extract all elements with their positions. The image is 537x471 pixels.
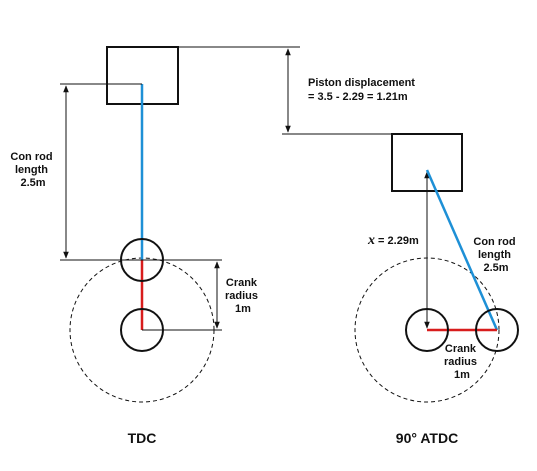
tdc-con-rod-label-line-2: length: [15, 164, 48, 176]
atdc-crank-radius-label: Crank radius 1m: [444, 343, 480, 381]
atdc-con-rod-label: Con rod length 2.5m: [473, 236, 518, 274]
atdc-con-rod-label-line-1: Con rod: [473, 236, 515, 248]
atdc-con-rod: [425, 169, 499, 331]
tdc-caption: TDC: [128, 430, 157, 446]
atdc-displacement-line-2: = 3.5 - 2.29 = 1.21m: [308, 91, 408, 103]
tdc-crank-radius-label: Crank radius 1m: [225, 277, 261, 315]
atdc-crank-label-line-3: 1m: [454, 369, 470, 381]
tdc-crank-label-line-2: radius: [225, 290, 258, 302]
tdc-crank-label-line-3: 1m: [235, 303, 251, 315]
atdc-caption: 90° ATDC: [396, 430, 458, 446]
atdc-main-journal-circle: [405, 308, 449, 352]
atdc-x-label: x = 2.29m: [367, 233, 419, 248]
tdc-con-rod-label: Con rod length 2.5m: [10, 151, 55, 189]
atdc-displacement-line-1: Piston displacement: [308, 77, 415, 89]
tdc-crank-label-line-1: Crank: [226, 277, 258, 289]
atdc-diagram: Piston displacement = 3.5 - 2.29 = 1.21m…: [178, 46, 519, 446]
atdc-displacement-label: Piston displacement = 3.5 - 2.29 = 1.21m: [308, 77, 418, 103]
atdc-x-symbol: x: [367, 233, 375, 248]
atdc-con-rod-label-line-2: length: [478, 249, 511, 261]
atdc-crankpin-circle: [475, 308, 519, 352]
tdc-diagram: Con rod length 2.5m Crank radius 1m TDC: [10, 46, 261, 446]
atdc-x-value: = 2.29m: [375, 235, 419, 247]
tdc-con-rod-label-line-1: Con rod: [10, 151, 52, 163]
atdc-crank-label-line-1: Crank: [445, 343, 477, 355]
tdc-con-rod-label-line-3: 2.5m: [20, 177, 45, 189]
atdc-crank-label-line-2: radius: [444, 356, 477, 368]
atdc-con-rod-label-line-3: 2.5m: [483, 262, 508, 274]
